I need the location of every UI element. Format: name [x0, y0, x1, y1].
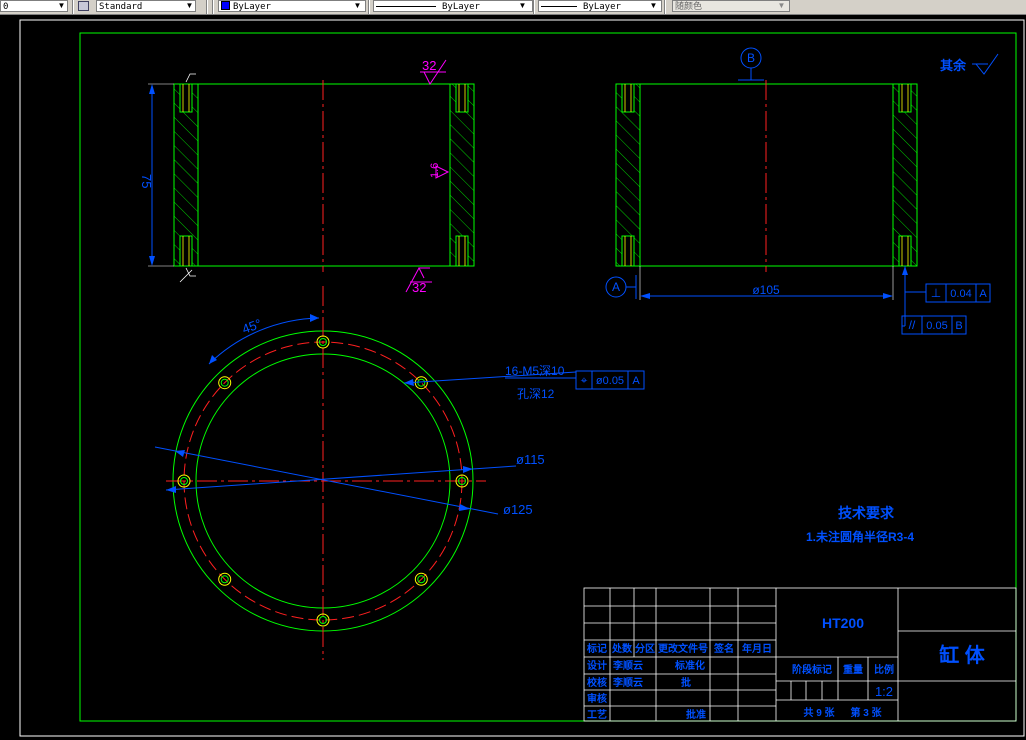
perpendicularity-datum: A — [979, 288, 987, 300]
perpendicularity-symbol: ⊥ — [931, 286, 941, 300]
linetype-value: ByLayer — [442, 2, 480, 12]
tech-requirement-1: 1.未注圆角半径R3-4 — [806, 529, 914, 544]
text-style-value: Standard — [99, 2, 143, 12]
title-label-stage-mark: 阶段标记 — [792, 663, 832, 676]
title-label-signature: 签名 — [713, 642, 734, 655]
toolbar-separator — [212, 0, 214, 14]
text-style-dropdown[interactable]: Standard — [96, 0, 196, 12]
title-block — [583, 587, 1017, 722]
checker-name: 李顺云 — [612, 676, 643, 689]
bolt-hole-inner — [319, 338, 327, 346]
layer-dropdown[interactable]: 0 — [0, 0, 68, 12]
section-view — [605, 47, 999, 335]
inner-frame — [79, 32, 1017, 722]
title-label-check: 校核 — [587, 676, 607, 689]
diameter-125-dimension: ø125 — [503, 502, 533, 517]
scale-value: 1:2 — [875, 684, 893, 699]
bolt-hole-inner — [180, 477, 188, 485]
title-label-mark: 标记 — [586, 642, 607, 655]
bolt-hole — [218, 376, 232, 390]
perpendicularity-value: 0.04 — [950, 288, 971, 300]
bolt-hole-inner — [417, 378, 426, 387]
outer-frame — [19, 19, 1025, 737]
roughness-side-value: 1.6 — [429, 163, 441, 178]
title-label-scale: 比例 — [874, 663, 894, 676]
part-name: 缸 体 — [939, 643, 986, 667]
linetype-dropdown[interactable]: ByLayer — [373, 0, 533, 12]
toolbar-separator — [72, 0, 74, 14]
material-value: HT200 — [822, 615, 864, 631]
toolbar-separator — [206, 0, 208, 14]
title-label-weight: 重量 — [843, 663, 863, 676]
designer-name: 李顺云 — [612, 659, 643, 672]
bolt-hole-inner — [220, 378, 229, 387]
bolt-hole — [414, 572, 428, 586]
title-label-date: 年月日 — [742, 642, 772, 655]
parallelism-value: 0.05 — [926, 320, 947, 332]
top-view — [154, 286, 645, 660]
datum-a-label: A — [612, 280, 620, 294]
parallelism-symbol: // — [909, 318, 916, 332]
sheet-number: 第 3 张 — [850, 706, 882, 719]
position-symbol: ⌖ — [581, 373, 588, 387]
title-label-approve: 批准 — [686, 708, 706, 721]
toolbar-separator — [664, 0, 666, 14]
color-dropdown[interactable]: ByLayer — [218, 0, 366, 12]
bolt-hole — [316, 335, 330, 349]
properties-toolbar: 0 ▼ Standard ▼ ByLayer ▼ ByLayer ▼ ByLay… — [0, 0, 1026, 15]
title-label-review: 审核 — [587, 692, 607, 705]
chevron-down-icon[interactable]: ▼ — [353, 1, 362, 10]
color-value: ByLayer — [233, 2, 271, 12]
chevron-down-icon[interactable]: ▼ — [649, 1, 658, 10]
bolt-hole-inner — [458, 477, 466, 485]
layer-value: 0 — [3, 2, 9, 12]
roughness-top-value: 32 — [422, 58, 436, 73]
hole-note-depth: 孔深12 — [517, 387, 555, 401]
bolt-hole-inner — [417, 575, 426, 584]
title-label-zone: 分区 — [635, 642, 655, 655]
title-label-change-doc: 更改文件号 — [658, 642, 708, 655]
tech-requirements-title: 技术要求 — [838, 505, 895, 521]
chevron-down-icon[interactable]: ▼ — [777, 1, 786, 10]
parallelism-datum: B — [955, 320, 962, 332]
height-dimension: 75 — [139, 174, 154, 188]
diameter-115-dimension: ø115 — [516, 452, 545, 467]
chevron-down-icon[interactable]: ▼ — [185, 1, 194, 10]
linetype-sample-icon — [376, 6, 436, 7]
plot-style-dropdown[interactable]: 随颜色 — [672, 0, 790, 12]
text-style-icon[interactable] — [78, 1, 89, 11]
lineweight-dropdown[interactable]: ByLayer — [538, 0, 662, 12]
bolt-hole — [177, 474, 191, 488]
color-swatch-icon — [221, 1, 230, 10]
datum-b-label: B — [747, 51, 755, 65]
title-label-approve-short: 批 — [681, 676, 691, 689]
position-value: ø0.05 — [596, 375, 624, 387]
roughness-bottom-value: 32 — [412, 280, 426, 295]
bolt-hole-inner — [220, 575, 229, 584]
angle-dimension: 45° — [240, 316, 264, 337]
bolt-hole — [218, 572, 232, 586]
sheets-total: 共 9 张 — [803, 706, 835, 719]
chevron-down-icon[interactable]: ▼ — [518, 1, 527, 10]
lineweight-value: ByLayer — [583, 2, 621, 12]
bolt-hole-inner — [319, 616, 327, 624]
title-label-count: 处数 — [611, 642, 633, 655]
position-datum: A — [632, 375, 640, 387]
title-label-craft: 工艺 — [587, 708, 607, 721]
bolt-hole — [414, 376, 428, 390]
bolt-hole — [316, 613, 330, 627]
bolt-hole — [455, 474, 469, 488]
chevron-down-icon[interactable]: ▼ — [57, 1, 66, 10]
toolbar-separator — [368, 0, 370, 14]
title-label-design: 设计 — [587, 659, 607, 672]
plot-style-value: 随颜色 — [675, 2, 703, 12]
toolbar-separator — [533, 0, 535, 14]
bore-dimension: ø105 — [752, 283, 780, 297]
hole-note-thread: 16-M5深10 — [505, 364, 565, 378]
rest-roughness-label: 其余 — [940, 58, 967, 73]
title-label-standardization: 标准化 — [674, 659, 705, 672]
front-view — [148, 59, 475, 293]
lineweight-sample-icon — [541, 6, 577, 7]
